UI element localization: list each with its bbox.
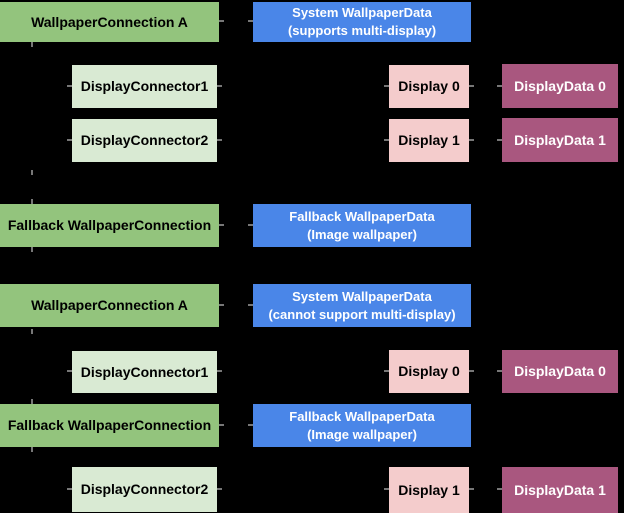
connector-stub [469,85,474,87]
connector-stub [31,447,33,452]
node-display-1a: Display 1 [389,119,469,162]
connector-stub [497,488,502,490]
connector-stub [31,42,33,47]
connector-stub [31,329,33,334]
connector-stub [219,20,224,22]
connector-stub [31,399,33,404]
node-display-data-0a: DisplayData 0 [502,64,618,108]
connector-stub [31,170,33,175]
node-display-connector-2b: DisplayConnector2 [72,467,217,512]
connector-stub [248,424,253,426]
node-display-0a: Display 0 [389,65,469,108]
node-wallpaper-connection-a-1: WallpaperConnection A [0,2,219,42]
connector-stub [384,370,389,372]
connector-stub [469,488,474,490]
connector-stub [31,199,33,204]
connector-stub [219,304,224,306]
node-system-wallpaper-data-nomulti: System WallpaperData (cannot support mul… [253,284,471,327]
node-display-connector-2a: DisplayConnector2 [72,119,217,162]
node-display-connector-1b: DisplayConnector1 [72,351,217,393]
connector-stub [67,139,72,141]
connector-stub [497,139,502,141]
connector-stub [248,224,253,226]
node-wallpaper-connection-a-2: WallpaperConnection A [0,284,219,327]
connector-stub [497,370,502,372]
connector-stub [469,370,474,372]
connector-stub [384,139,389,141]
connector-stub [469,139,474,141]
node-display-data-1a: DisplayData 1 [502,118,618,162]
connector-stub [67,85,72,87]
node-fallback-wallpaper-connection-1: Fallback WallpaperConnection [0,204,219,247]
connector-stub [248,20,253,22]
connector-stub [219,224,224,226]
connector-stub [248,304,253,306]
connector-stub [67,488,72,490]
connector-stub [384,85,389,87]
node-display-connector-1a: DisplayConnector1 [72,65,217,108]
node-display-data-1b: DisplayData 1 [502,467,618,513]
node-display-data-0b: DisplayData 0 [502,350,618,393]
connector-stub [217,85,222,87]
node-fallback-wallpaper-data-1: Fallback WallpaperData (Image wallpaper) [253,204,471,247]
node-fallback-wallpaper-connection-2: Fallback WallpaperConnection [0,404,219,447]
connector-stub [384,488,389,490]
connector-stub [217,139,222,141]
connector-stub [217,370,222,372]
connector-stub [219,424,224,426]
node-fallback-wallpaper-data-2: Fallback WallpaperData (Image wallpaper) [253,404,471,447]
connector-stub [31,247,33,252]
connector-stub [217,488,222,490]
connector-stub [497,85,502,87]
node-display-0b: Display 0 [389,350,469,393]
node-display-1b: Display 1 [389,467,469,513]
connector-stub [67,370,72,372]
node-system-wallpaper-data-multi: System WallpaperData (supports multi-dis… [253,2,471,42]
